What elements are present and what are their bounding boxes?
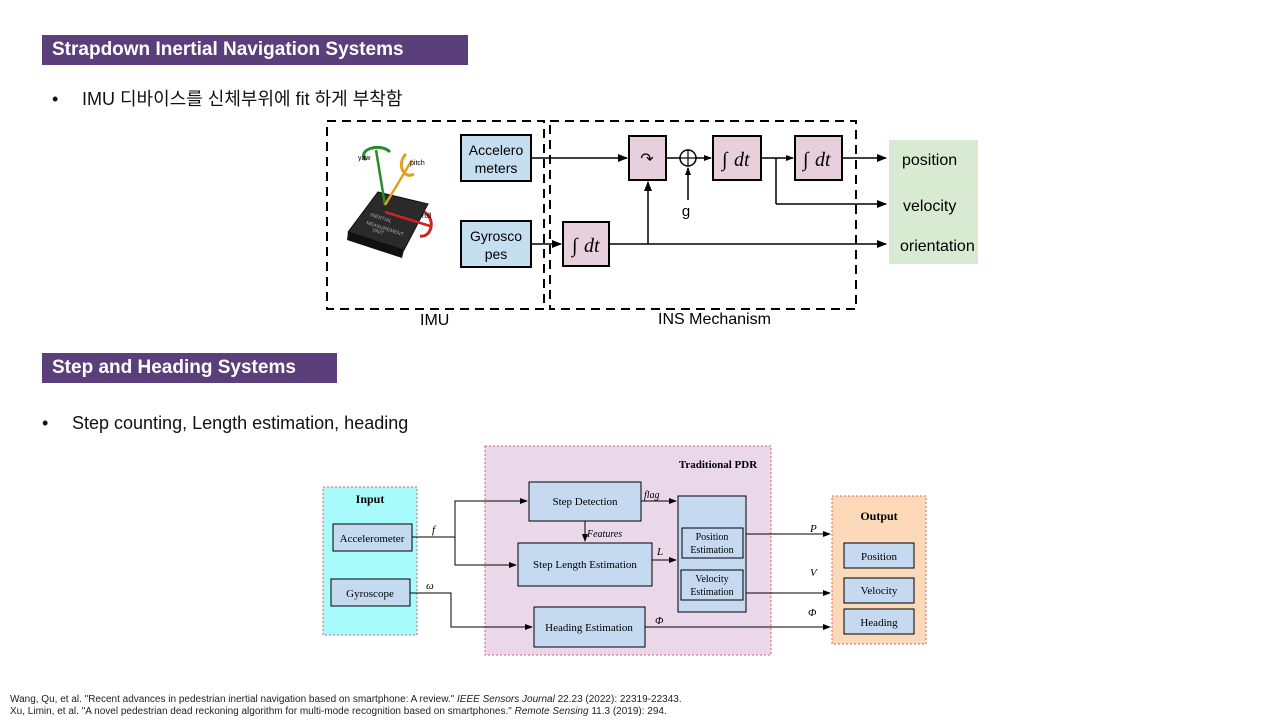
gyro-to-heading (410, 592, 533, 630)
symbol-features: Features (586, 529, 622, 540)
gyroscope-label: Gyroscope (346, 588, 394, 600)
references: Wang, Qu, et al. "Recent advances in ped… (10, 694, 682, 718)
velocity-estimation-label-2: Estimation (690, 587, 733, 598)
pitch-axis (383, 159, 414, 206)
out-velocity-label: Velocity (861, 585, 898, 597)
ins-diagram: IMU INS Mechanism INERTIAL MEASUREMENT U… (326, 120, 978, 329)
output-velocity: velocity (903, 198, 956, 215)
input-panel (322, 486, 418, 636)
gyroscopes-label-2: pes (485, 246, 508, 262)
reference-2-details: 11.3 (2019): 294. (588, 706, 667, 717)
ins-group-box (549, 120, 857, 310)
bullet-step-text: Step counting, Length estimation, headin… (72, 413, 409, 433)
symbol-omega: ω (426, 580, 434, 592)
accelerometers-box (460, 134, 532, 182)
position-estimation-box (681, 527, 744, 559)
reference-1: Wang, Qu, et al. "Recent advances in ped… (10, 694, 682, 706)
yaw-axis (374, 149, 387, 206)
accelerometers-label-1: Accelero (469, 142, 524, 158)
step-length-box (517, 542, 653, 587)
gyroscopes-label-1: Gyrosco (470, 228, 522, 244)
gyro-integral-dt: dt (584, 235, 600, 257)
out-position-box (843, 542, 915, 569)
f-to-step-length (454, 537, 517, 568)
position-integral-dt: dt (815, 149, 831, 171)
symbol-phi-out: Φ (808, 607, 817, 619)
roll-rotation-arrow (419, 210, 433, 238)
output-position: position (902, 152, 957, 169)
gravity-label: g (682, 203, 690, 220)
heading-estimation-label: Heading Estimation (545, 622, 633, 634)
velocity-integral-symbol: ∫ (720, 149, 729, 172)
position-integral-symbol: ∫ (801, 149, 810, 172)
roll-axis (384, 210, 431, 228)
reference-1-journal: IEEE Sensors Journal (457, 694, 555, 705)
gyroscopes-box (460, 220, 532, 268)
bullet-dot: • (42, 413, 49, 433)
reference-2-text: Xu, Limin, et al. "A novel pedestrian de… (10, 706, 515, 717)
symbol-P: P (809, 523, 817, 535)
symbol-phi: Φ (655, 615, 664, 627)
rotation-symbol: ↷ (640, 151, 654, 168)
traditional-pdr-title: Traditional PDR (679, 459, 758, 471)
imu-group-box (326, 120, 545, 310)
step-detection-label: Step Detection (552, 496, 618, 508)
gyro-integral-symbol: ∫ (570, 235, 579, 258)
symbol-f: f (432, 524, 437, 536)
reference-1-details: 22.23 (2022): 22319-22343. (554, 694, 682, 705)
bullet-dot: • (52, 89, 59, 109)
rotation-box (628, 135, 667, 181)
chip-side (347, 232, 404, 258)
out-velocity-box (843, 577, 915, 604)
symbol-flag: flag (644, 490, 660, 501)
ins-output-panel (889, 140, 978, 264)
velocity-estimation-box (680, 569, 744, 601)
heading-estimation-box (533, 606, 646, 648)
yaw-rotation-arrow (362, 146, 392, 162)
pdr-diagram: Input Accelerometer Gyroscope Traditiona… (322, 445, 927, 656)
velocity-estimation-label-1: Velocity (695, 574, 728, 585)
gyro-integrator-box (562, 221, 610, 267)
position-estimation-label-2: Estimation (690, 545, 733, 556)
pitch-label: pitch (410, 160, 425, 167)
reference-1-text: Wang, Qu, et al. "Recent advances in ped… (10, 694, 457, 705)
roll-label: roll (422, 213, 432, 220)
out-heading-box (843, 608, 915, 635)
output-orientation: orientation (900, 238, 975, 255)
chip-body (347, 191, 429, 251)
input-title: Input (356, 492, 385, 506)
pitch-rotation-arrow (400, 152, 415, 177)
output-title: Output (860, 509, 897, 523)
position-integrator-box (794, 135, 843, 181)
accelerometers-label-2: meters (475, 160, 518, 176)
out-position-label: Position (861, 551, 898, 563)
bullet-step: • Step counting, Length estimation, headi… (42, 413, 408, 434)
step-length-label: Step Length Estimation (533, 559, 637, 571)
section-title-strapdown: Strapdown Inertial Navigation Systems (42, 35, 468, 65)
imu-chip-illustration: INERTIAL MEASUREMENT UNIT yaw pitch roll (347, 146, 433, 258)
velocity-integral-dt: dt (734, 149, 750, 171)
bullet-imu-text: IMU 디바이스를 신체부위에 fit 하게 부착함 (82, 89, 403, 109)
reference-2: Xu, Limin, et al. "A novel pedestrian de… (10, 706, 682, 718)
chip-text-3: UNIT (371, 227, 384, 236)
velocity-integrator-box (712, 135, 762, 181)
yaw-label: yaw (358, 155, 371, 162)
out-heading-label: Heading (860, 617, 898, 629)
accelerometer-label: Accelerometer (340, 533, 405, 545)
reference-2-journal: Remote Sensing (514, 706, 589, 717)
position-estimation-label-1: Position (696, 532, 729, 543)
imu-group-label: IMU (420, 312, 449, 329)
symbol-L: L (656, 546, 663, 558)
section-title-step-heading: Step and Heading Systems (42, 353, 337, 383)
symbol-V: V (810, 567, 818, 579)
bullet-imu: • IMU 디바이스를 신체부위에 fit 하게 부착함 (52, 85, 402, 111)
ins-group-label: INS Mechanism (658, 311, 771, 328)
gyroscope-box (330, 578, 411, 607)
f-to-step-detection (454, 498, 528, 537)
